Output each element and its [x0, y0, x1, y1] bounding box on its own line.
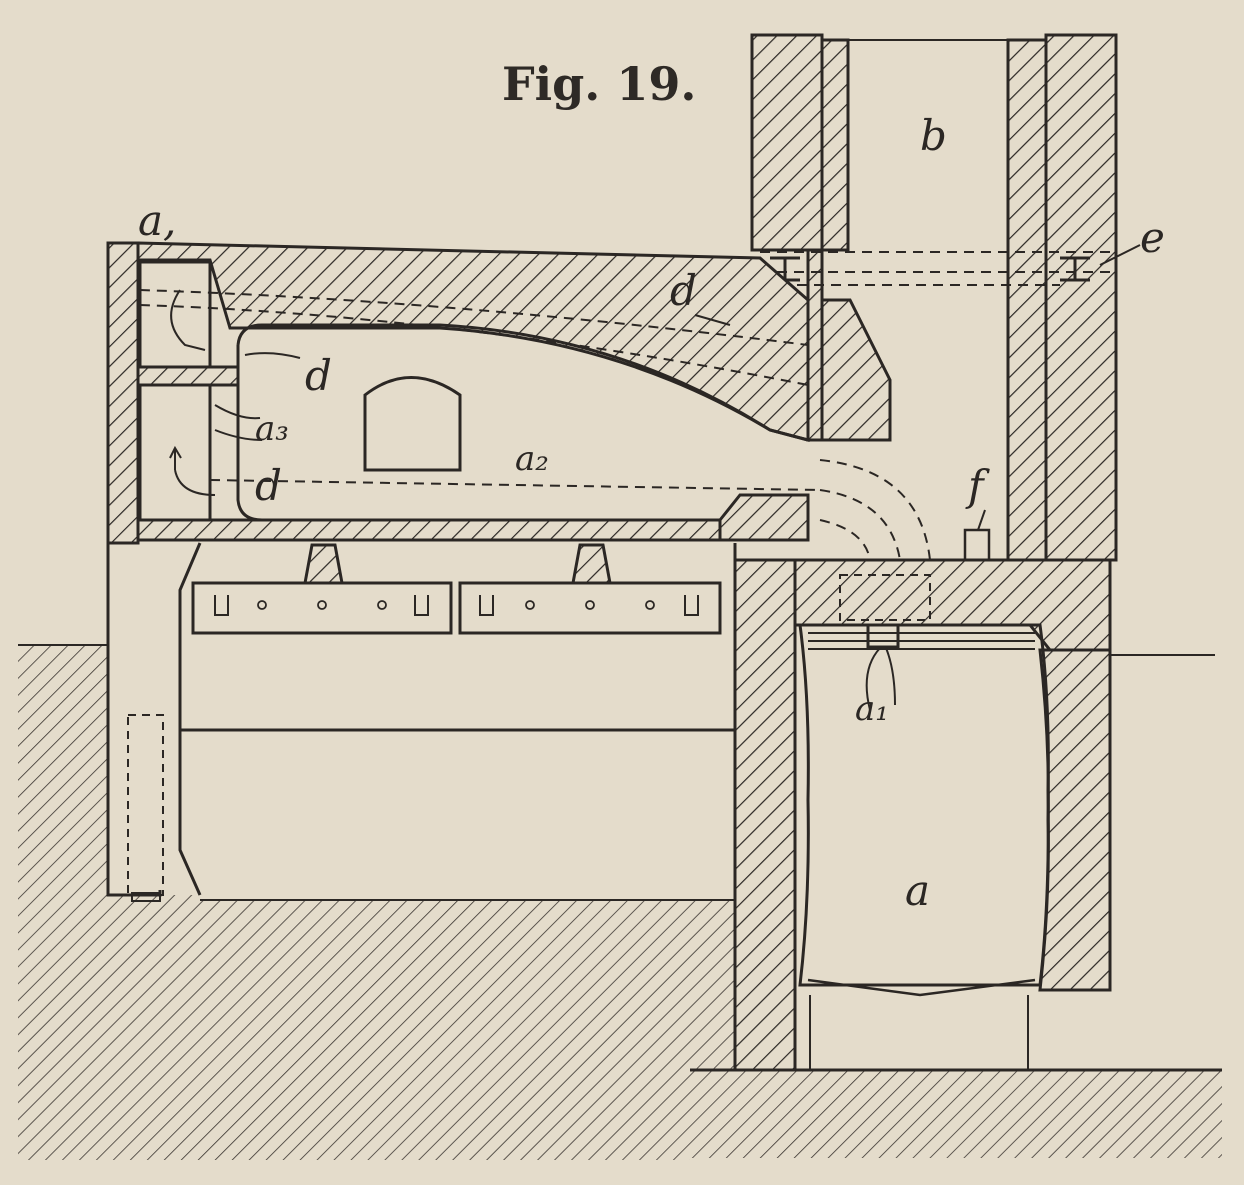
label-a1-top: a, [138, 196, 176, 245]
label-b: b [920, 111, 947, 160]
figure-title: Fig. 19. [502, 57, 696, 111]
label-a2: a₂ [515, 439, 549, 479]
label-a3: a₃ [255, 409, 289, 449]
diagram-labels: b e a, d d a₃ d a₂ f a₁ a [138, 111, 1165, 915]
support-beams [760, 251, 1110, 286]
chimney-stack [750, 33, 1118, 562]
label-a: a [905, 866, 930, 915]
label-d-roof: d [670, 266, 697, 315]
label-d-upper: d [305, 351, 332, 400]
label-d-lower: d [255, 461, 282, 510]
label-f: f [965, 461, 990, 510]
furnace-body [106, 241, 991, 562]
label-a1-chamber: a₁ [855, 689, 889, 729]
flow-arrows [169, 289, 301, 496]
label-e: e [1140, 213, 1165, 262]
ground-hatching [18, 644, 1222, 1160]
lower-chamber [733, 558, 1112, 1072]
